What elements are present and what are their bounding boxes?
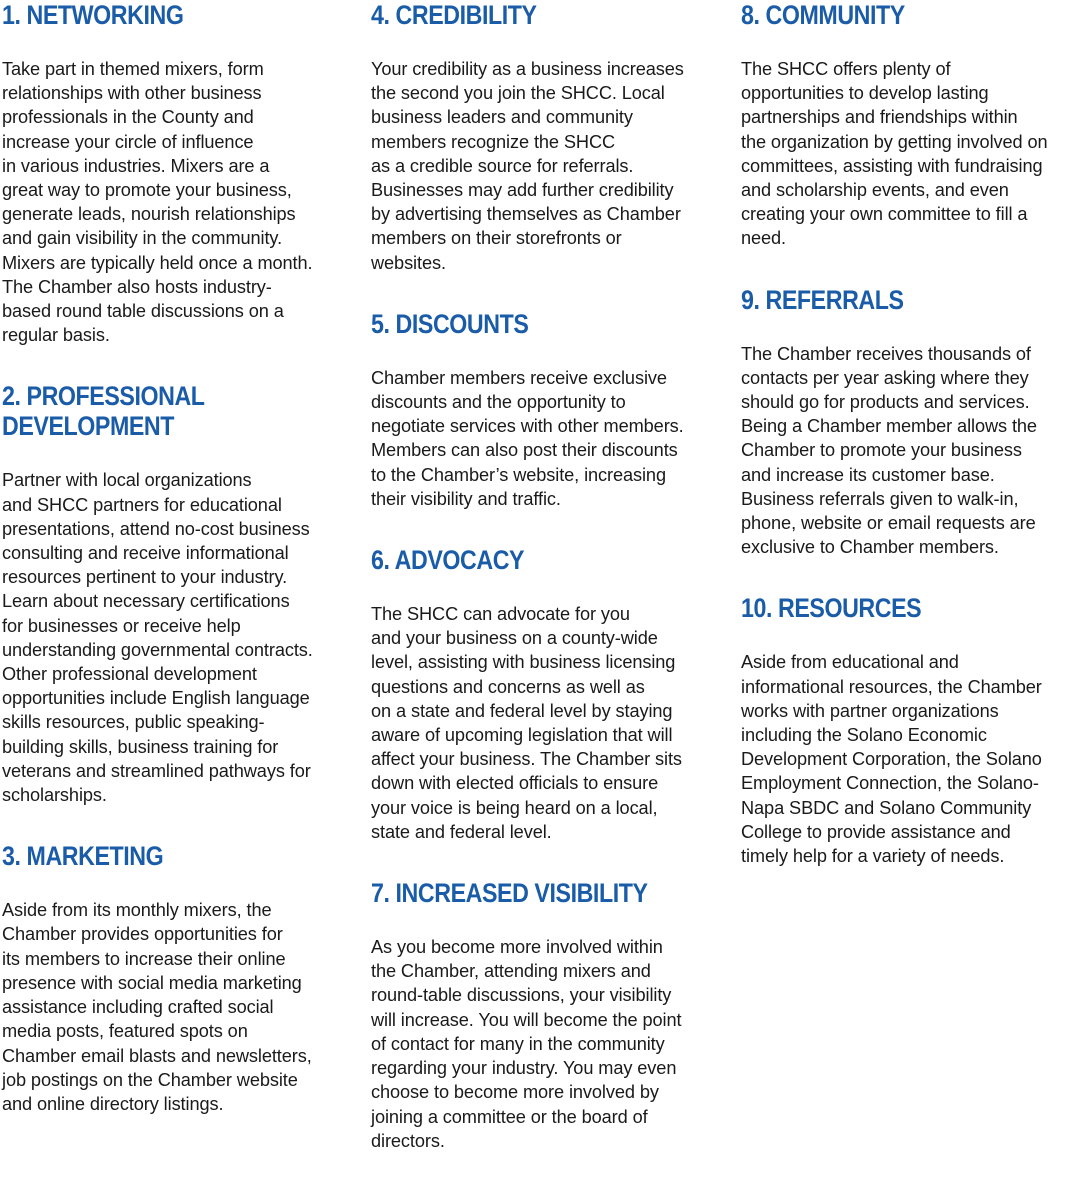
section-referrals: 9. REFERRALS The Chamber receives thousa… [741,285,1079,560]
section-networking: 1. NETWORKING Take part in themed mixers… [2,0,347,347]
section-heading: 9. REFERRALS [741,284,904,315]
section-body: Your credibility as a business increases… [371,59,684,273]
section-body: The SHCC can advocate for you and your b… [371,604,682,842]
section-heading: 4. CREDIBILITY [371,0,537,30]
section-marketing: 3. MARKETING Aside from its monthly mixe… [2,841,347,1116]
section-heading: 7. INCREASED VISIBILITY [371,878,648,909]
section-heading: 3. MARKETING [2,841,164,872]
section-heading: 1. NETWORKING [2,0,184,30]
section-body: Aside from educational and informational… [741,652,1042,867]
section-heading: 2. PROFESSIONAL DEVELOPMENT [2,381,205,442]
section-body: Aside from its monthly mixers, the Chamb… [2,900,312,1114]
section-body: Chamber members receive exclusive discou… [371,367,684,509]
section-heading: 5. DISCOUNTS [371,308,529,339]
section-heading: 6. ADVOCACY [371,545,525,576]
section-community: 8. COMMUNITY The SHCC offers plenty of o… [741,0,1079,251]
section-body: The SHCC offers plenty of opportunities … [741,59,1048,249]
section-resources: 10. RESOURCES Aside from educational and… [741,593,1079,868]
column-left: 1. NETWORKING Take part in themed mixers… [2,0,347,1150]
section-professional-development: 2. PROFESSIONAL DEVELOPMENT Partner with… [2,381,347,807]
column-middle: 4. CREDIBILITY Your credibility as a bus… [371,0,716,1187]
section-discounts: 5. DISCOUNTS Chamber members receive exc… [371,309,716,511]
section-heading: 10. RESOURCES [741,593,922,624]
section-increased-visibility: 7. INCREASED VISIBILITY As you become mo… [371,878,716,1153]
section-advocacy: 6. ADVOCACY The SHCC can advocate for yo… [371,545,716,844]
section-heading: 8. COMMUNITY [741,0,905,30]
section-credibility: 4. CREDIBILITY Your credibility as a bus… [371,0,716,275]
section-body: As you become more involved within the C… [371,937,682,1151]
column-right: 8. COMMUNITY The SHCC offers plenty of o… [741,0,1079,902]
section-body: Take part in themed mixers, form relatio… [2,59,313,346]
section-body: Partner with local organizations and SHC… [2,470,313,806]
section-body: The Chamber receives thousands of contac… [741,343,1037,558]
